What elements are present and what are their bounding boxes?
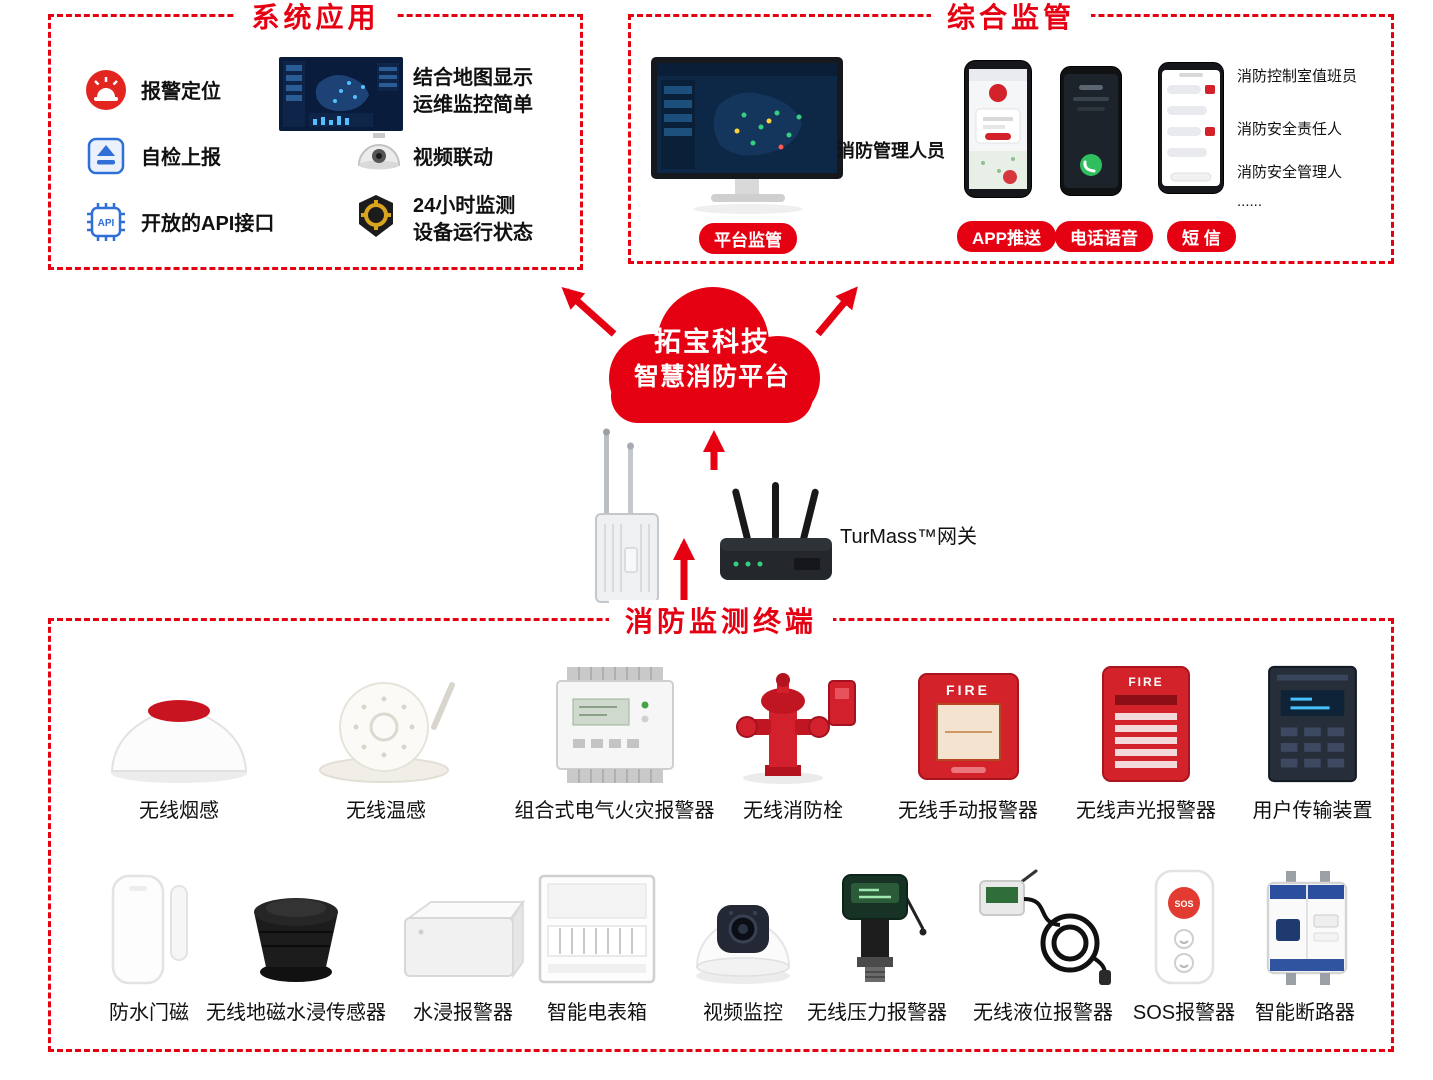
terminal-label: 无线地磁水浸传感器: [206, 1002, 386, 1024]
terminal-label: 水浸报警器: [413, 1002, 513, 1024]
terminal-label: SOS报警器: [1132, 1002, 1236, 1024]
turmass-router-image: [716, 480, 836, 592]
app-push-badge: APP推送: [957, 221, 1056, 252]
wireless-hydrant-image: [736, 673, 856, 784]
selfcheck-label: 自检上报: [141, 147, 221, 169]
terminal-door-magnet: 防水门磁: [64, 861, 234, 1025]
terminal-wireless-heat-detector: 无线温感: [291, 663, 481, 823]
cloud-platform-text: 拓宝科技 智慧消防平台: [583, 325, 841, 395]
role-control-room-operator: 消防控制室值班员: [1237, 68, 1358, 85]
terminal-label: 用户传输装置: [1252, 800, 1373, 822]
terminal-user-transmission-device: 用户传输装置: [1220, 663, 1405, 823]
video-camera-icon: [353, 131, 405, 173]
terminal-video-surveillance: 视频监控: [658, 861, 828, 1025]
terminals-panel: 消防监测终端 无线烟感 无线温感: [48, 600, 1394, 1052]
smart-circuit-breaker-image: [1266, 871, 1347, 985]
manual-call-point-image: FIRE: [917, 673, 1019, 780]
system-applications-title: 系统应用: [235, 0, 396, 36]
cloud-line1: 拓宝科技: [654, 327, 770, 357]
terminal-label: 无线温感: [346, 800, 426, 822]
terminal-liquid-level-alarm: 无线液位报警器: [958, 861, 1128, 1025]
role-safety-manager: 消防安全管理人: [1237, 164, 1343, 181]
role-safety-responsible: 消防安全责任人: [1237, 121, 1343, 138]
system-applications-panel: 系统应用 报警定位 自检上报: [48, 0, 583, 270]
map-feature-label: 结合地图显示 运维监控简单: [413, 67, 533, 116]
terminal-pressure-alarm: 无线压力报警器: [792, 861, 962, 1025]
alarm-location-icon: [85, 69, 127, 111]
terminal-water-leak-alarm: 水浸报警器: [378, 861, 548, 1025]
pressure-alarm-image: [842, 874, 927, 982]
water-leak-alarm-image: [404, 899, 525, 979]
fire-manager-label: 消防管理人员: [837, 141, 945, 161]
lora-gateway-image: [592, 428, 668, 606]
terminal-sound-strobe-alarm: FIRE 无线声光报警器: [1051, 663, 1241, 823]
terminal-wireless-hydrant: 无线消防栓: [698, 663, 888, 823]
terminal-smart-meter-box: 智能电表箱: [512, 861, 682, 1025]
liquid-level-alarm-image: [979, 869, 1111, 985]
terminal-wireless-smoke-detector: 无线烟感: [84, 663, 274, 823]
terminal-label: 无线手动报警器: [898, 800, 1038, 822]
supervision-title: 综合监管: [930, 0, 1092, 36]
sms-badge: 短 信: [1167, 221, 1236, 252]
terminal-label: 无线液位报警器: [973, 1002, 1113, 1024]
selfcheck-icon: [87, 137, 125, 175]
terminal-label: 无线烟感: [139, 800, 219, 822]
svg-text:API: API: [98, 218, 115, 229]
video-surveillance-image: [695, 905, 790, 984]
role-ellipsis: ......: [1237, 193, 1263, 210]
terminal-label: 智能断路器: [1255, 1002, 1355, 1024]
sos-text: SOS: [1174, 899, 1193, 909]
video-linkage-label: 视频联动: [413, 147, 493, 169]
sos-alarm-image: SOS: [1154, 869, 1214, 985]
sms-phone-image: [1157, 61, 1225, 195]
voice-call-phone-image: [1059, 65, 1123, 197]
voice-call-badge: 电话语音: [1055, 221, 1153, 252]
electrical-fire-alarm-image: [555, 667, 674, 783]
smart-meter-box-image: [538, 874, 656, 984]
terminal-label: 智能电表箱: [547, 1002, 647, 1024]
terminal-geomagnetic-water-sensor: 无线地磁水浸传感器: [201, 861, 391, 1025]
platform-monitor-image: [649, 55, 849, 221]
geomagnetic-water-sensor-image: [253, 898, 338, 982]
supervision-panel: 综合监管 平台监管 消防管理人员: [628, 0, 1394, 264]
platform-supervision-badge: 平台监管: [699, 223, 797, 254]
terminals-title: 消防监测终端: [608, 600, 834, 640]
door-magnet-image: [111, 874, 188, 985]
terminal-sos-alarm: SOS SOS报警器: [1099, 861, 1269, 1025]
terminal-manual-call-point: FIRE 无线手动报警器: [873, 663, 1063, 823]
monitor-24h-icon: [353, 193, 399, 239]
terminal-label: 无线声光报警器: [1076, 800, 1216, 822]
sound-strobe-alarm-image: FIRE: [1102, 666, 1190, 782]
monitor-24h-label: 24小时监测 设备运行状态: [413, 195, 533, 244]
api-label: 开放的API接口: [141, 213, 275, 235]
terminal-label: 组合式电气火灾报警器: [514, 800, 715, 822]
gateway-label: TurMass™网关: [840, 526, 978, 548]
cloud-platform-shape: [583, 283, 841, 435]
map-dashboard-thumbnail: [279, 57, 403, 131]
terminal-electrical-fire-alarm: 组合式电气火灾报警器: [507, 663, 722, 823]
wireless-smoke-detector-image: [110, 700, 248, 783]
fire-text: FIRE: [1128, 675, 1163, 689]
user-transmission-device-image: [1268, 665, 1357, 783]
cloud-line2: 智慧消防平台: [633, 363, 790, 391]
terminal-label: 无线压力报警器: [807, 1002, 947, 1024]
wireless-heat-detector-image: [319, 682, 455, 783]
terminal-label: 防水门磁: [109, 1002, 189, 1024]
api-icon: API: [85, 201, 127, 243]
alarm-location-label: 报警定位: [141, 81, 221, 103]
fire-text: FIRE: [946, 682, 990, 698]
terminal-smart-circuit-breaker: 智能断路器: [1220, 861, 1390, 1025]
terminal-label: 视频监控: [703, 1002, 783, 1024]
app-push-phone-image: [963, 59, 1033, 199]
terminal-label: 无线消防栓: [743, 800, 843, 822]
